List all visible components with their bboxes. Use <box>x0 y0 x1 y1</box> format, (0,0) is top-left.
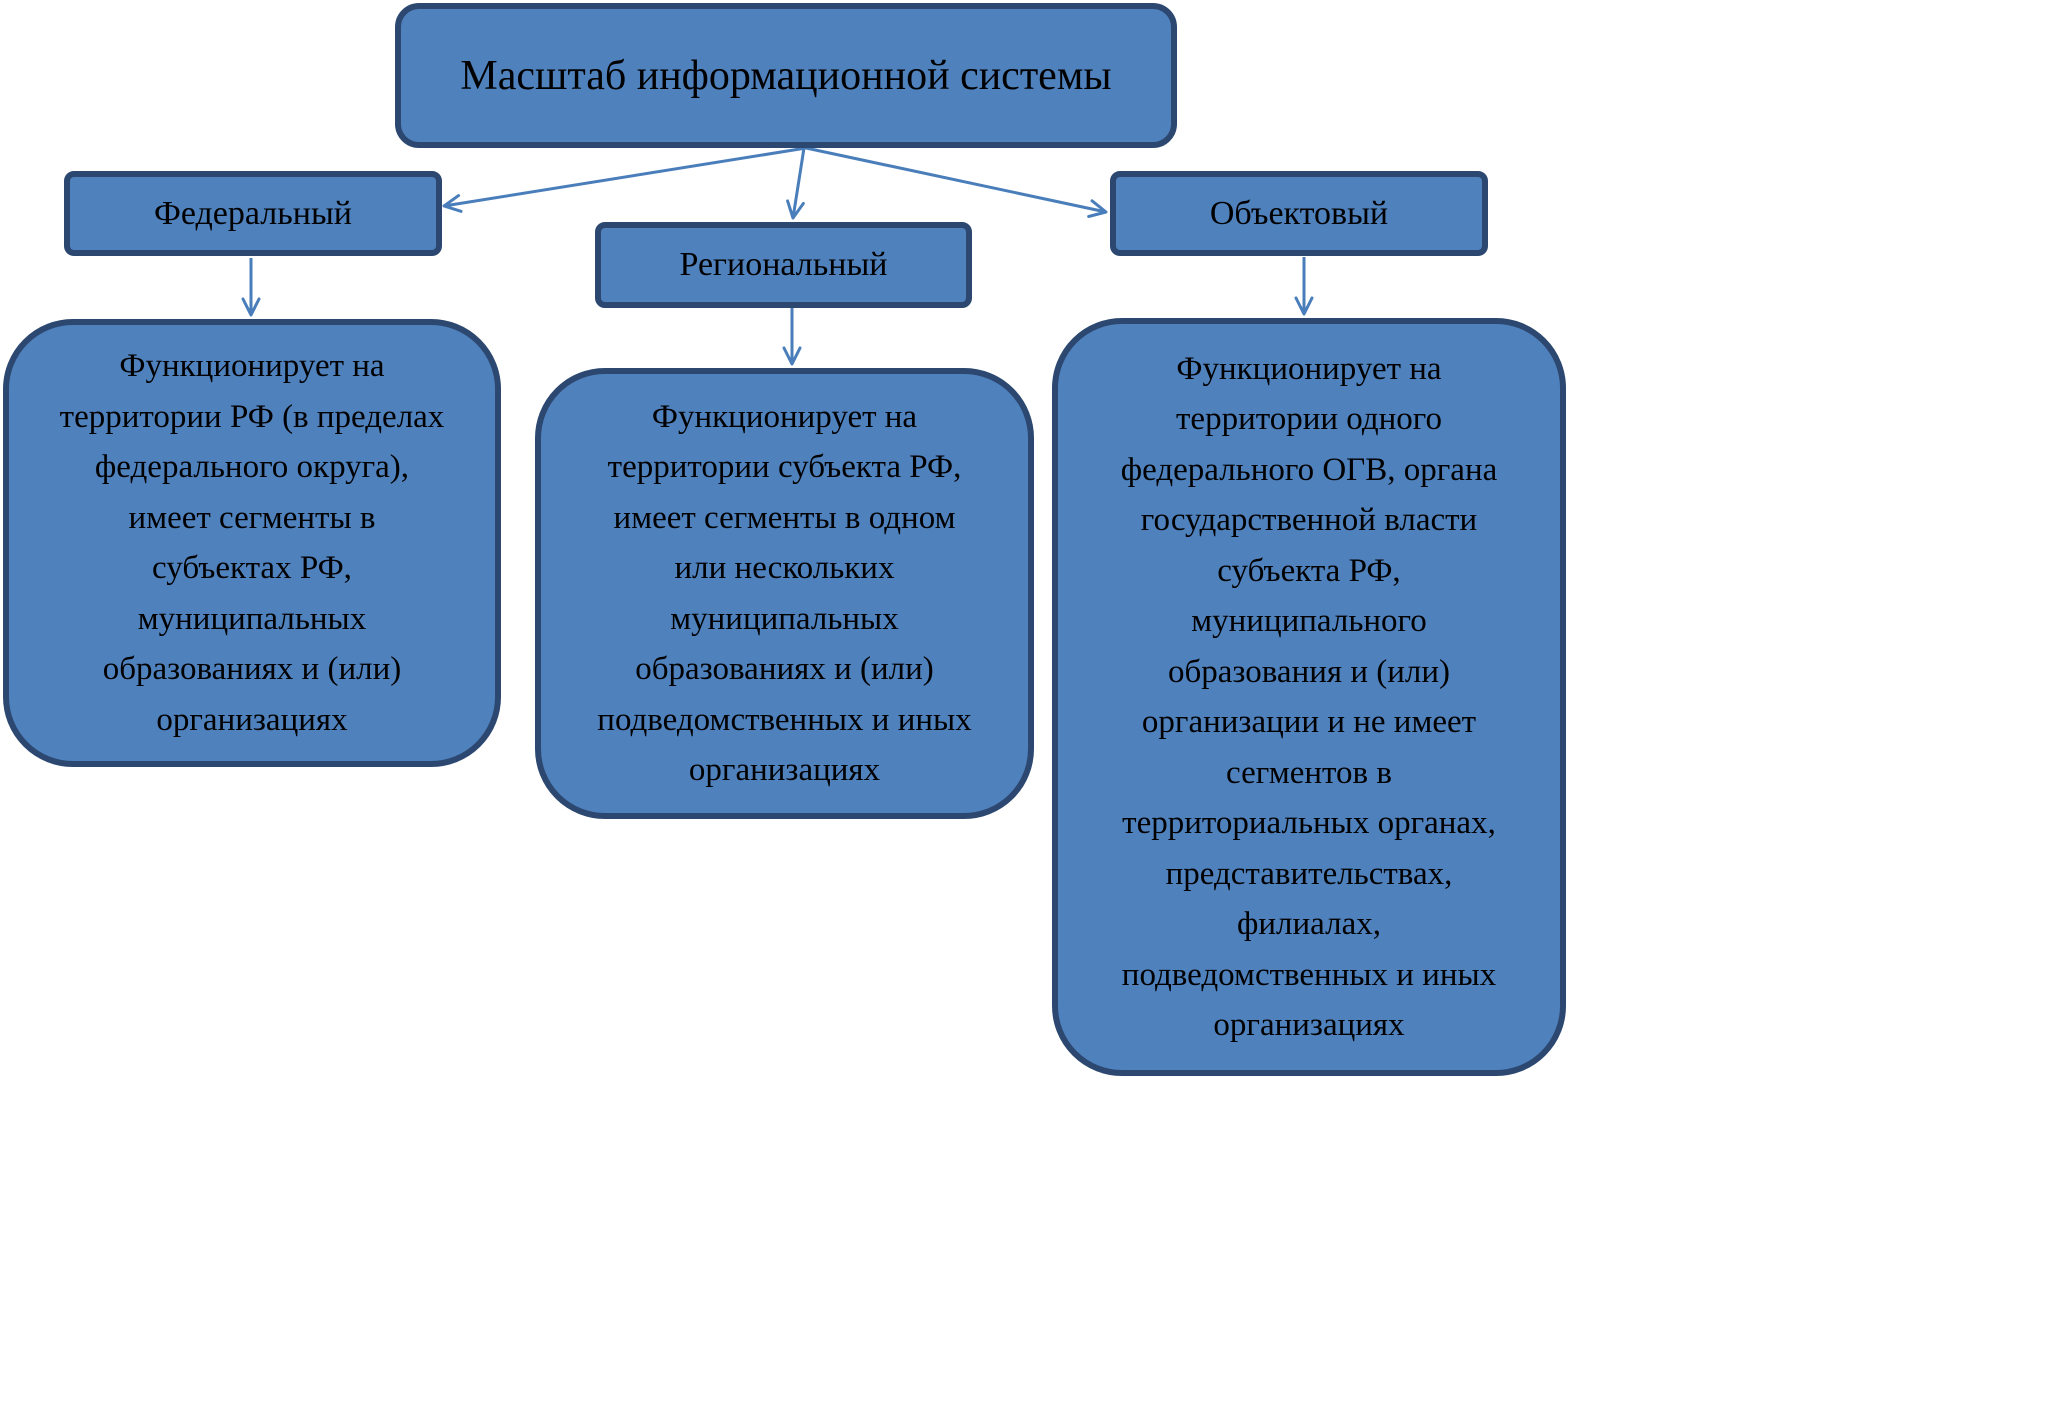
category-regional-label: Региональный <box>679 246 888 283</box>
object-description-box: Функционирует на территории одного федер… <box>1052 318 1566 1076</box>
arrow-title-to-object <box>805 146 1108 218</box>
arrow-title-to-regional <box>786 147 806 220</box>
object-description-text: Функционирует на территории одного федер… <box>1120 350 1498 1044</box>
regional-description-box: Функционирует на территории субъекта РФ,… <box>535 368 1034 819</box>
category-federal-box: Федеральный <box>64 171 442 256</box>
category-object-box: Объектовый <box>1110 171 1488 256</box>
diagram-title: Масштаб информационной системы <box>460 52 1112 99</box>
category-regional-box: Региональный <box>595 222 972 308</box>
federal-description-text: Функционирует на территории РФ (в предел… <box>59 348 445 738</box>
regional-description-text: Функционирует на территории субъекта РФ,… <box>597 398 972 789</box>
category-federal-label: Федеральный <box>154 194 352 232</box>
federal-description-box: Функционирует на территории РФ (в предел… <box>3 319 501 767</box>
diagram-title-box: Масштаб информационной системы <box>395 3 1177 148</box>
category-object-label: Объектовый <box>1209 194 1389 232</box>
arrow-title-to-federal <box>442 146 807 213</box>
